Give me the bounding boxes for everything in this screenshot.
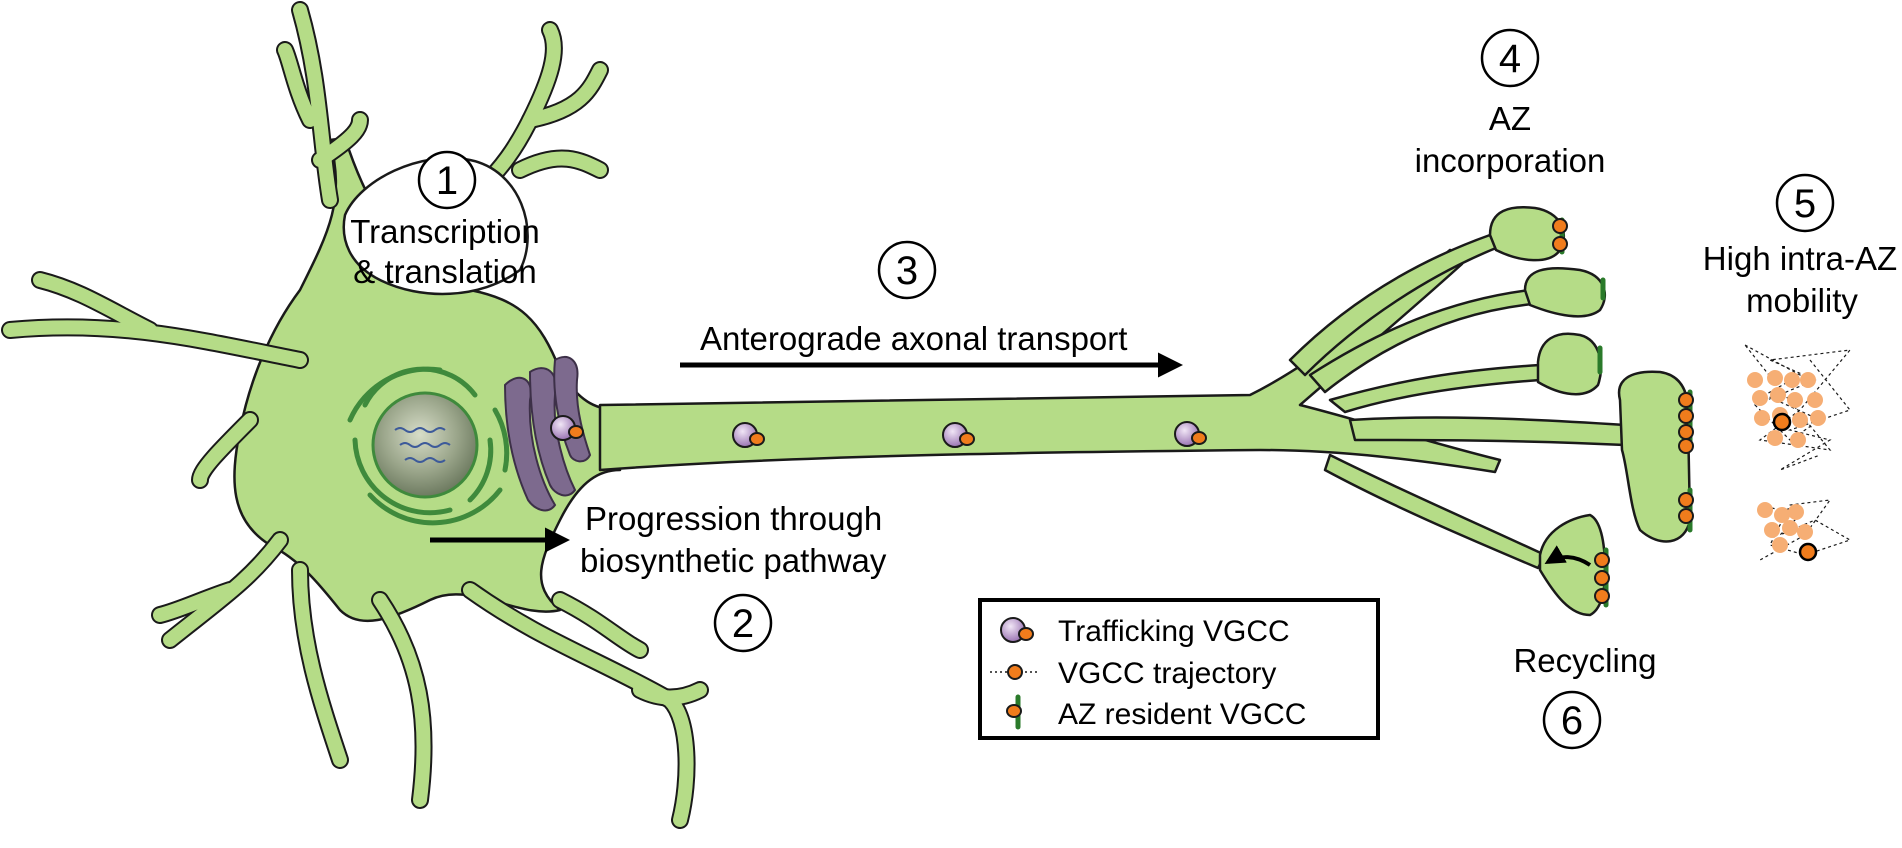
soma-upper-notch (342, 156, 529, 296)
legend-box (978, 598, 1380, 740)
step-4: 4 (1480, 28, 1540, 88)
step-6-label: Recycling (1513, 642, 1656, 679)
trafficking-vgcc-axon-2 (942, 422, 975, 448)
az-resident-vgcc-icon (1006, 694, 1022, 730)
step-1-number: 1 (436, 159, 458, 203)
dna-strands (394, 427, 451, 463)
az-resident-vgccs (1552, 217, 1694, 608)
axon-terminals (1288, 206, 1692, 617)
legend-label-az-resident: AZ resident VGCC (1058, 698, 1306, 731)
step-5-label-line-2: mobility (1746, 282, 1858, 319)
er-membranes (347, 366, 510, 526)
step-1-label-line-2: & translation (353, 253, 536, 290)
legend-label-trajectory: VGCC trajectory (1058, 657, 1276, 690)
neuron (233, 136, 1502, 623)
mobility-panel-upper (1744, 344, 1852, 471)
step-1-label-line-1: Transcription (350, 213, 540, 250)
bouton-2 (1523, 266, 1607, 318)
recycling-arrow (1544, 545, 1592, 567)
step-5-label-line-1: High intra-AZ (1703, 240, 1897, 277)
axon (598, 248, 1502, 474)
bouton-1 (1488, 206, 1566, 262)
legend-label-trafficking: Trafficking VGCC (1058, 615, 1290, 648)
step-6-number: 6 (1561, 699, 1583, 743)
step-3-number: 3 (896, 249, 918, 293)
step-2-label-line-1: Progression through (585, 500, 882, 537)
trafficking-vgcc-icon (1000, 617, 1034, 643)
step-5: 5 (1775, 173, 1835, 233)
step-3: 3 (877, 240, 937, 300)
step-2-label-line-2: biosynthetic pathway (580, 542, 887, 579)
step-5-number: 5 (1794, 182, 1816, 226)
trafficking-vgcc-soma (550, 415, 584, 441)
step-4-label-line-2: incorporation (1415, 142, 1606, 179)
step-2-number: 2 (732, 602, 754, 646)
trafficking-vgcc-axon-3 (1174, 421, 1207, 447)
bouton-3 (1536, 332, 1603, 396)
mobility-panel-lower (1757, 499, 1852, 562)
step-6: 6 (1542, 690, 1602, 750)
trafficking-vgcc-axon-1 (732, 422, 765, 448)
step-2: 2 (713, 593, 773, 653)
dendrites (1, 1, 709, 829)
legend: Trafficking VGCC VGCC trajectory AZ resi… (978, 598, 1380, 740)
step-1: 1 (417, 150, 477, 210)
step-4-number: 4 (1499, 37, 1521, 81)
vgcc-trajectory-icon (990, 664, 1040, 680)
step-4-label-line-1: AZ (1489, 100, 1531, 137)
nucleus (371, 391, 479, 499)
step-3-label: Anterograde axonal transport (700, 320, 1127, 357)
